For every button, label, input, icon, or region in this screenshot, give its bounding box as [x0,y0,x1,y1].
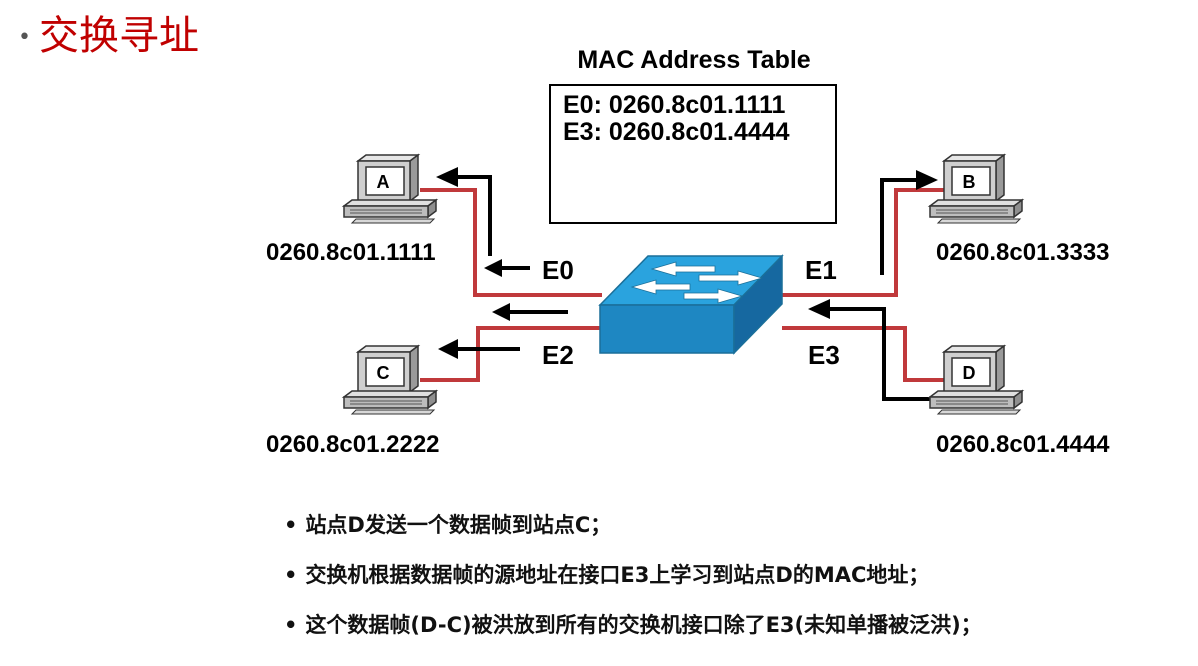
traffic-arrows [455,175,936,401]
arrowhead-e2-upper [492,303,510,321]
mac-table-heading: MAC Address Table [577,46,811,74]
arrowhead-to-a [436,167,458,187]
link-d [782,326,945,382]
page-title: • 交换寻址 [18,16,199,56]
arrowhead-to-b [916,170,938,190]
pc-d-label: D [963,363,976,383]
mac-d: 0260.8c01.4444 [936,431,1110,458]
list-item: •这个数据帧(D-C)被洪放到所有的交换机接口除了E3(未知单播被泛洪)； [284,613,982,637]
switch [598,254,784,355]
mac-entry-e3: E3: 0260.8c01.4444 [563,118,790,146]
description-list: •站点D发送一个数据帧到站点C； •交换机根据数据帧的源地址在接口E3上学习到站… [284,512,982,662]
arrowhead-e3 [808,299,830,319]
ethernet-links [420,188,945,382]
port-e3: E3 [808,340,840,370]
list-item: •交换机根据数据帧的源地址在接口E3上学习到站点D的MAC地址； [284,563,930,587]
port-e0: E0 [542,255,574,285]
pc-d [929,345,1023,415]
port-e1: E1 [805,255,837,285]
list-item: •站点D发送一个数据帧到站点C； [284,513,612,537]
arrowhead-to-c [438,339,458,359]
mac-c: 0260.8c01.2222 [266,431,440,458]
link-b [782,188,945,297]
mac-address-table: E0: 0260.8c01.1111 E3: 0260.8c01.4444 [549,84,837,224]
link-c [420,326,602,382]
pc-b-label: B [963,172,976,192]
port-e2: E2 [542,340,574,370]
pc-b [929,154,1023,224]
pc-c-label: C [377,363,390,383]
arrowheads [436,167,938,359]
title-text: 交换寻址 [38,13,199,59]
mac-b: 0260.8c01.3333 [936,239,1110,266]
link-a [420,188,602,297]
title-bullet: • [18,25,31,50]
arrowhead-e0 [484,259,502,277]
mac-entry-e0: E0: 0260.8c01.1111 [563,91,786,119]
switch-arrows-icon [630,261,764,304]
mac-a: 0260.8c01.1111 [266,239,436,266]
pc-a-label: A [377,172,390,192]
